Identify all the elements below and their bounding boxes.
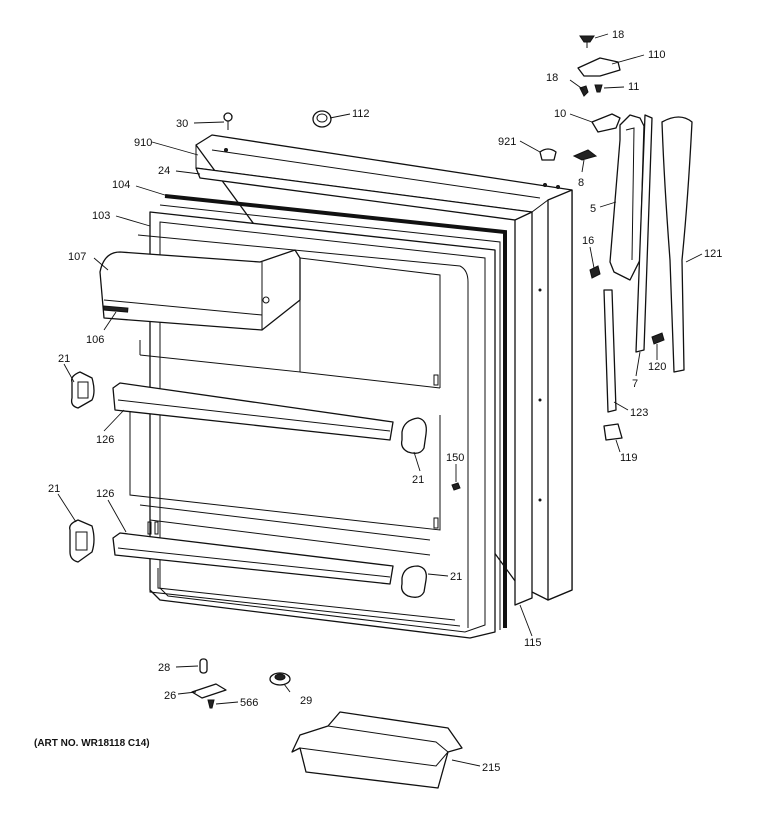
screw-566 — [207, 699, 215, 709]
label-21-upper-left: 21 — [58, 353, 70, 365]
label-21-lower-left: 21 — [48, 483, 60, 495]
plug-921 — [539, 148, 557, 161]
plug-112 — [312, 110, 332, 128]
label-10: 10 — [554, 108, 566, 120]
label-115: 115 — [524, 637, 542, 649]
screw-18-top — [579, 35, 595, 48]
label-21-lower-right: 21 — [450, 571, 462, 583]
handle-bar-123 — [603, 289, 617, 413]
label-110: 110 — [648, 49, 666, 61]
part-labels: 18 110 18 11 10 30 112 910 921 24 8 104 … — [48, 29, 722, 774]
screw-30 — [223, 112, 233, 130]
handle-trim-7 — [635, 114, 653, 353]
label-150: 150 — [446, 452, 464, 464]
label-18-top: 18 — [612, 29, 624, 41]
shelf-bracket-left-upper — [70, 371, 95, 409]
hinge-bracket-10 — [591, 113, 621, 133]
label-104: 104 — [112, 179, 130, 191]
foot-29 — [269, 672, 291, 686]
label-5: 5 — [590, 203, 596, 215]
hinge-cover-110 — [577, 57, 621, 77]
label-24: 24 — [158, 165, 170, 177]
shelf-bracket-left-lower — [69, 519, 95, 563]
label-106: 106 — [86, 334, 104, 346]
label-28: 28 — [158, 662, 170, 674]
label-103: 103 — [92, 210, 110, 222]
shelf-bracket-right-lower — [400, 565, 427, 598]
screw-16 — [589, 265, 601, 279]
dairy-hinge-rod — [103, 305, 129, 313]
handle-cap-121 — [661, 116, 693, 373]
door-shelf-upper — [112, 382, 394, 441]
label-29: 29 — [300, 695, 312, 707]
label-30: 30 — [176, 118, 188, 130]
label-21-upper-right: 21 — [412, 474, 424, 486]
label-566: 566 — [240, 697, 258, 709]
screw-11 — [594, 84, 603, 93]
spacer-28 — [199, 658, 208, 674]
label-126-lower: 126 — [96, 488, 114, 500]
screw-150 — [451, 482, 461, 491]
label-120: 120 — [648, 361, 666, 373]
art-number-caption: (ART NO. WR18118 C14) — [34, 738, 150, 749]
label-215: 215 — [482, 762, 500, 774]
clip-119 — [603, 423, 623, 441]
label-121: 121 — [704, 248, 722, 260]
label-26: 26 — [164, 690, 176, 702]
label-11: 11 — [628, 81, 639, 93]
door-shelf-lower — [112, 532, 394, 585]
door-handle-5 — [609, 114, 645, 281]
door-gasket — [159, 194, 507, 630]
label-910: 910 — [134, 137, 152, 149]
screw-120 — [651, 332, 665, 345]
label-8: 8 — [578, 177, 584, 189]
label-107: 107 — [68, 251, 86, 263]
label-18-mid: 18 — [546, 72, 558, 84]
label-126-upper: 126 — [96, 434, 114, 446]
label-119: 119 — [620, 452, 638, 464]
shelf-bracket-right-upper — [400, 417, 427, 454]
label-112: 112 — [352, 108, 370, 120]
breaker-strip — [195, 167, 533, 606]
label-16: 16 — [582, 235, 594, 247]
label-921: 921 — [498, 136, 516, 148]
plate-26 — [191, 683, 227, 699]
label-123: 123 — [630, 407, 648, 419]
door-bin-215 — [291, 711, 463, 789]
dairy-door — [99, 249, 301, 331]
label-7: 7 — [632, 378, 638, 390]
stop-8 — [572, 149, 598, 161]
leader-lines — [57, 33, 703, 767]
